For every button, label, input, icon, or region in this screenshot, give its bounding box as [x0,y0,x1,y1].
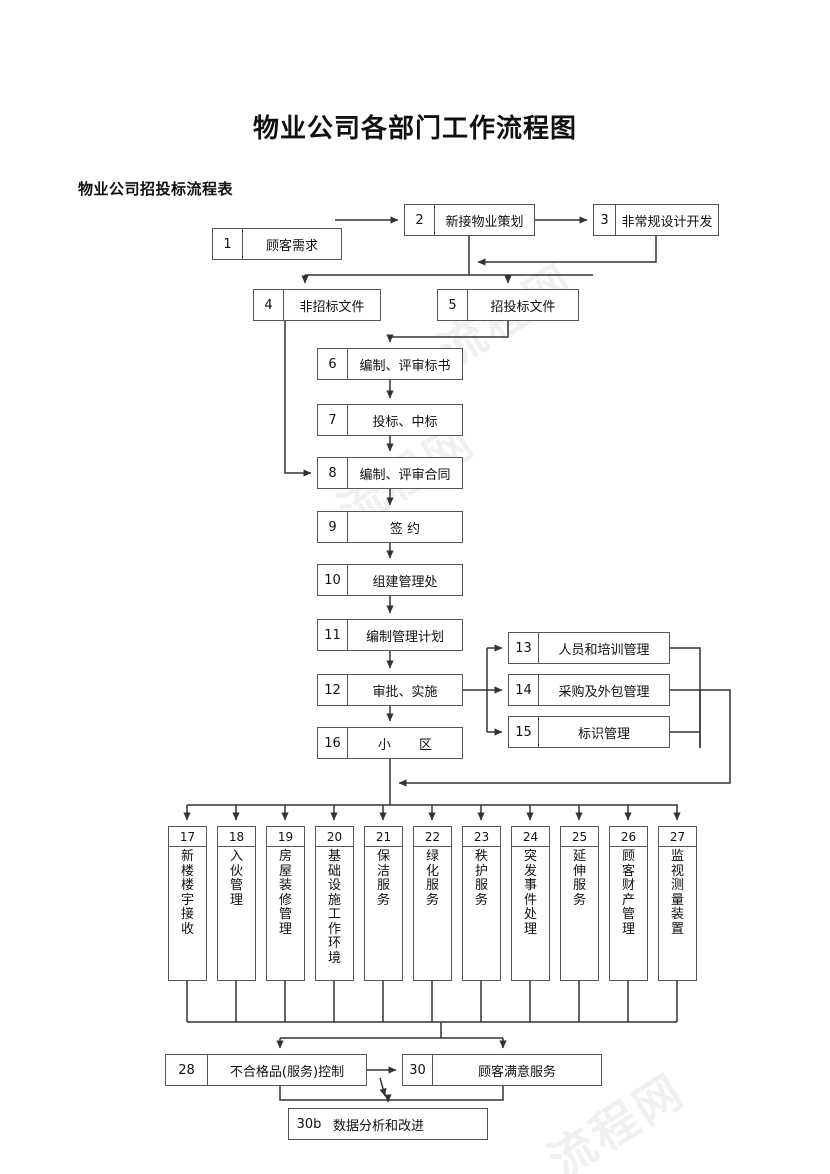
flow-node-24[interactable]: 24 突发事件处理 [511,826,550,981]
flow-node-28-number: 28 [166,1055,208,1085]
flow-node-25-number: 25 [561,827,598,847]
flow-node-12[interactable]: 12 审批、实施 [317,674,463,706]
flow-node-16-label: 小 区 [377,737,445,753]
flow-node-20-label: 基础设施工作环境 [327,849,341,966]
flow-node-14-number: 14 [509,675,539,705]
flow-node-26-number: 26 [610,827,647,847]
flow-node-9[interactable]: 9 签 约 [317,511,463,543]
flow-node-28-label: 不合格品(服务)控制 [229,1064,345,1080]
flow-node-21[interactable]: 21 保洁服务 [364,826,403,981]
flow-node-11-number: 11 [318,620,348,650]
flow-node-22-number: 22 [414,827,451,847]
flow-node-3[interactable]: 3 非常规设计开发 [593,204,719,236]
flow-node-5[interactable]: 5 招投标文件 [437,289,579,321]
flow-node-16[interactable]: 16 小 区 [317,727,463,759]
flow-node-27[interactable]: 27 监视测量装置 [658,826,697,981]
flow-node-13-number: 13 [509,633,539,663]
flow-node-3-label: 非常规设计开发 [621,214,713,230]
flow-node-4[interactable]: 4 非招标文件 [253,289,381,321]
flow-node-13[interactable]: 13 人员和培训管理 [508,632,670,664]
flow-node-24-number: 24 [512,827,549,847]
flow-node-14-label: 采购及外包管理 [558,684,650,700]
flow-node-7-number: 7 [318,405,348,435]
flow-node-15-label: 标识管理 [577,726,630,742]
flow-node-12-number: 12 [318,675,348,705]
flow-node-14[interactable]: 14 采购及外包管理 [508,674,670,706]
flow-node-17-number: 17 [169,827,206,847]
flow-node-17-label: 新楼楼宇接收 [180,849,194,937]
flow-node-25-label: 延伸服务 [572,849,586,908]
flow-node-2-label: 新接物业策划 [445,214,524,230]
flow-node-4-label: 非招标文件 [299,299,365,315]
flow-node-28[interactable]: 28 不合格品(服务)控制 [165,1054,367,1086]
flow-node-26[interactable]: 26 顾客财产管理 [609,826,648,981]
flow-node-30-data-analysis[interactable]: 30b 数据分析和改进 [288,1108,488,1140]
flow-node-11-label: 编制管理计划 [365,629,444,645]
flow-node-16-number: 16 [318,728,348,758]
flow-node-7[interactable]: 7 投标、中标 [317,404,463,436]
flow-node-10-number: 10 [318,565,348,595]
flow-node-27-label: 监视测量装置 [670,849,684,937]
flow-node-18-label: 入伙管理 [229,849,243,908]
flow-node-6-label: 编制、评审标书 [359,358,451,374]
flow-node-19-label: 房屋装修管理 [278,849,292,937]
flow-node-6-number: 6 [318,349,348,379]
flow-node-7-label: 投标、中标 [372,414,438,430]
flow-node-27-number: 27 [659,827,696,847]
flow-node-23-number: 23 [463,827,500,847]
flow-node-8-number: 8 [318,458,348,488]
flow-node-8-label: 编制、评审合同 [359,467,451,483]
flow-node-13-label: 人员和培训管理 [558,642,650,658]
flow-node-8[interactable]: 8 编制、评审合同 [317,457,463,489]
flow-node-23-label: 秩护服务 [474,849,488,908]
flow-node-2[interactable]: 2 新接物业策划 [404,204,535,236]
flow-node-21-number: 21 [365,827,402,847]
flow-node-18-number: 18 [218,827,255,847]
flow-node-22[interactable]: 22 绿化服务 [413,826,452,981]
flow-node-26-label: 顾客财产管理 [621,849,635,937]
flow-node-19[interactable]: 19 房屋装修管理 [266,826,305,981]
flow-node-22-label: 绿化服务 [425,849,439,908]
flow-node-9-label: 签 约 [389,521,421,537]
flow-node-10[interactable]: 10 组建管理处 [317,564,463,596]
flow-node-24-label: 突发事件处理 [523,849,537,937]
flow-node-18[interactable]: 18 入伙管理 [217,826,256,981]
flow-node-15[interactable]: 15 标识管理 [508,716,670,748]
flow-node-30-satisfaction[interactable]: 30 顾客满意服务 [402,1054,602,1086]
flow-node-4-number: 4 [254,290,284,320]
flow-node-30-label: 顾客满意服务 [477,1064,556,1080]
flow-node-5-label: 招投标文件 [490,299,556,315]
flow-node-11[interactable]: 11 编制管理计划 [317,619,463,651]
flow-node-5-number: 5 [438,290,468,320]
flow-node-2-number: 2 [405,205,435,235]
flow-node-3-number: 3 [594,205,616,235]
flow-node-30-number: 30 [403,1055,433,1085]
flow-node-23[interactable]: 23 秩护服务 [462,826,501,981]
flow-node-19-number: 19 [267,827,304,847]
flow-node-20-number: 20 [316,827,353,847]
flow-node-9-number: 9 [318,512,348,542]
flow-node-1-number: 1 [213,229,243,259]
flow-node-6[interactable]: 6 编制、评审标书 [317,348,463,380]
flow-node-30b-number: 30b [296,1116,322,1132]
flow-node-10-label: 组建管理处 [372,574,438,590]
flow-node-12-label: 审批、实施 [372,684,438,700]
flow-node-25[interactable]: 25 延伸服务 [560,826,599,981]
flow-node-17[interactable]: 17 新楼楼宇接收 [168,826,207,981]
flow-node-20[interactable]: 20 基础设施工作环境 [315,826,354,981]
flow-node-30b-label: 数据分析和改进 [333,1118,425,1134]
section-title: 物业公司招投标流程表 [78,180,234,198]
flow-node-1[interactable]: 1 顾客需求 [212,228,342,260]
flow-node-15-number: 15 [509,717,539,747]
flow-node-21-label: 保洁服务 [376,849,390,908]
page-title: 物业公司各部门工作流程图 [252,114,577,144]
flow-node-1-label: 顾客需求 [265,238,318,254]
